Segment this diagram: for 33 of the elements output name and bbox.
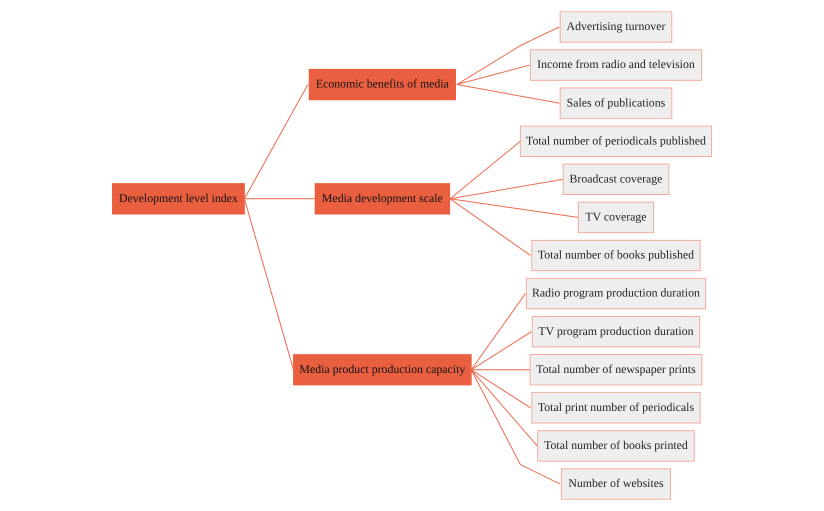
node-box: Total number of newspaper prints [530,354,702,386]
node-box: TV coverage [578,202,654,234]
connector [450,198,578,218]
node-box: Advertising turnover [560,11,672,43]
connector [244,84,308,200]
node-box: Total number of books published [531,240,701,272]
connector [450,198,531,256]
node-box: Number of websites [560,468,671,500]
connector [471,369,530,370]
node-box: Radio program production duration [526,278,706,310]
connector [456,64,530,86]
node-box: Broadcast coverage [562,164,670,195]
connector [456,84,560,104]
node-box: Sales of publications [560,88,672,119]
connector [456,26,560,85]
connector [244,198,294,370]
connector [470,370,560,484]
connector [470,331,532,370]
node-box: Income from radio and television [530,49,702,81]
connector [470,369,538,446]
node-box: Media product production capacity [293,354,472,386]
node-box: TV program production duration [532,316,700,348]
connector [470,369,531,408]
node-box: Economic benefits of media [308,68,456,100]
connector [244,198,315,200]
connector [450,178,563,200]
node-box: Total number of books printed [537,430,695,462]
node-box: Total number of periodicals published [520,126,712,157]
connector [450,140,521,200]
node-box: Development level index [112,183,245,214]
node-box: Media development scale [314,183,450,214]
node-box: Total print number of periodicals [531,392,701,424]
connector [470,293,526,370]
